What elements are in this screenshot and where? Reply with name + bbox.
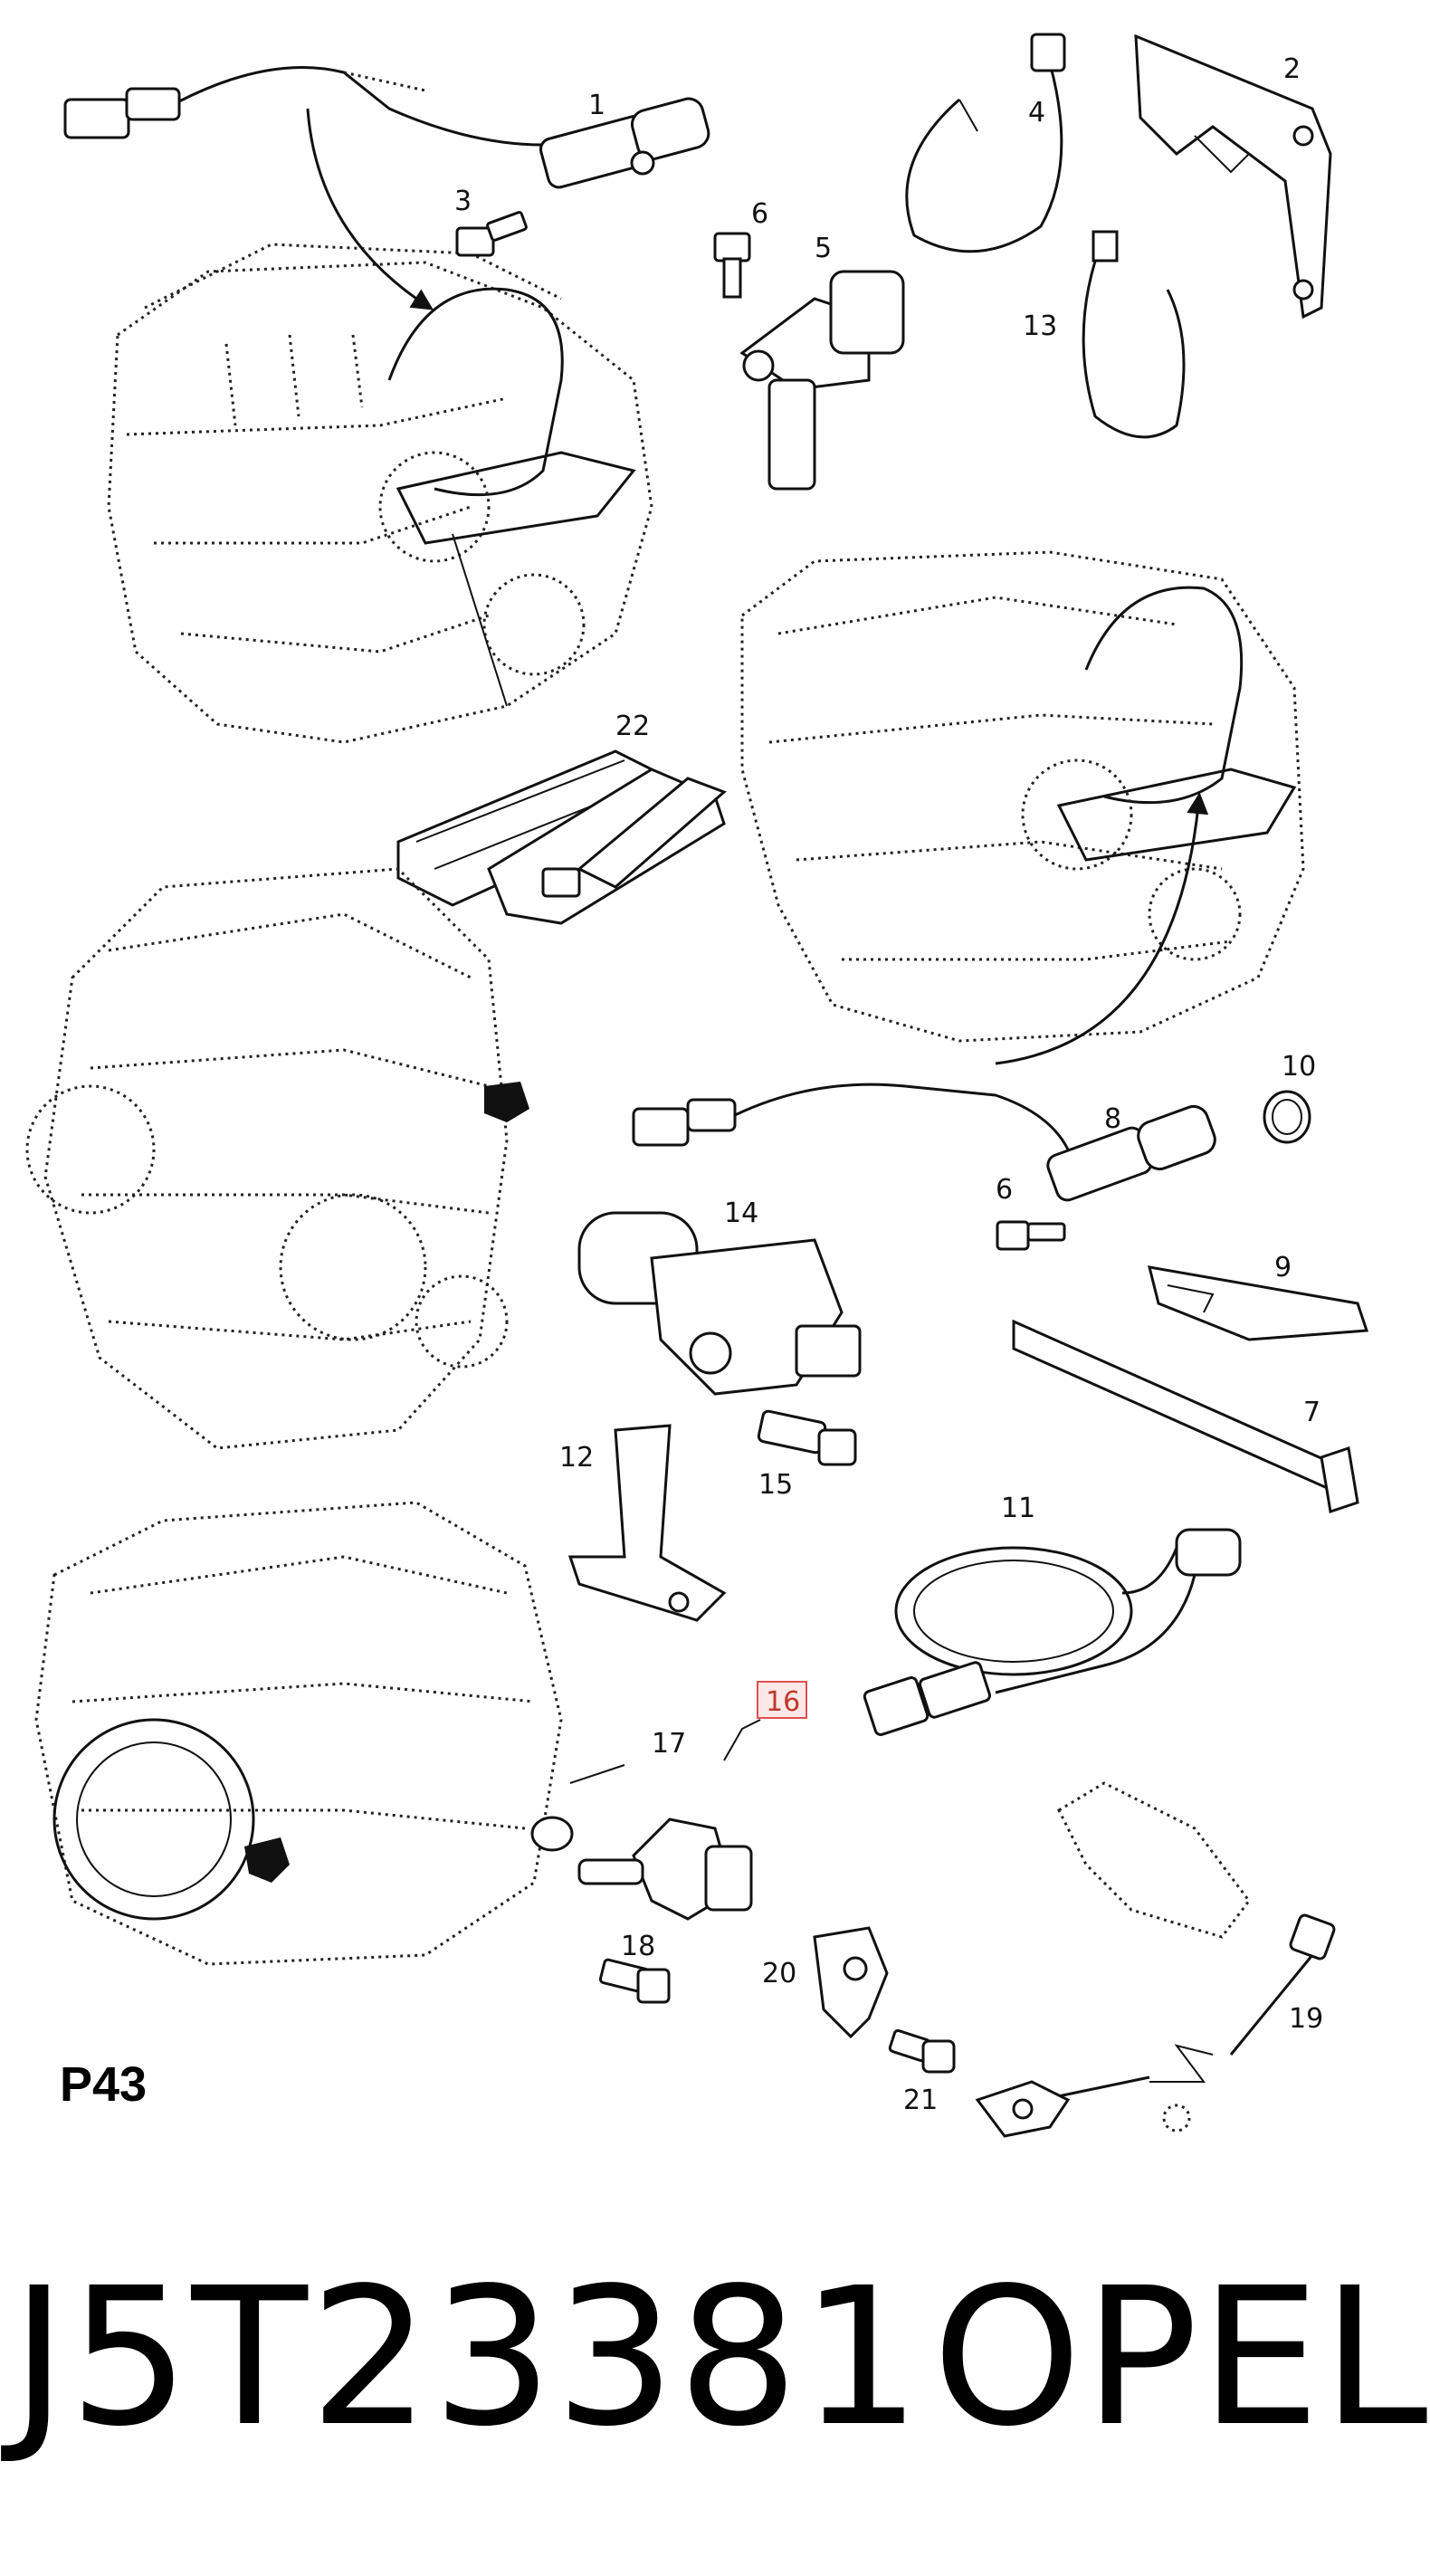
- callout-17: 17: [652, 1728, 686, 1760]
- callout-7: 7: [1303, 1397, 1320, 1428]
- part-1-sensor: [63, 65, 710, 189]
- part-10-o-ring: [1263, 1090, 1311, 1144]
- callout-8: 8: [1104, 1103, 1121, 1135]
- callout-1: 1: [588, 90, 605, 121]
- leader-17: [569, 1764, 625, 1784]
- callout-13: 13: [1023, 310, 1057, 342]
- part-13-strap: [1082, 230, 1186, 439]
- part-15-bolt: [757, 1409, 857, 1466]
- callout-19: 19: [1289, 2003, 1323, 2035]
- callout-22: 22: [615, 711, 650, 742]
- engine-illustration-3: [25, 867, 529, 1450]
- callout-2: 2: [1283, 53, 1301, 85]
- page-code: P43: [60, 2057, 148, 2112]
- part-14-sensor: [577, 1211, 862, 1396]
- callout-3: 3: [454, 186, 472, 217]
- callout-6-middle: 6: [996, 1174, 1013, 1206]
- arrow-to-engine-1: [306, 108, 434, 310]
- callout-4: 4: [1028, 97, 1045, 129]
- engine-illustration-4: [34, 1501, 563, 1966]
- part-8-sensor: [632, 1083, 1216, 1202]
- callout-14: 14: [724, 1197, 758, 1229]
- part-7-strip: [1012, 1319, 1359, 1513]
- callout-11: 11: [1001, 1493, 1035, 1524]
- callout-6-top: 6: [751, 198, 768, 230]
- part-21-bolt: [888, 2028, 956, 2074]
- callout-18: 18: [621, 1931, 655, 1962]
- leader-16: [723, 1719, 761, 1761]
- callout-10: 10: [1282, 1051, 1316, 1083]
- engine-illustration-1: [107, 243, 653, 744]
- part-16-sensor: [577, 1818, 753, 1921]
- part-9-bracket: [1147, 1265, 1369, 1341]
- part-3-bolt: [455, 211, 528, 257]
- part-2-bracket: [1134, 33, 1332, 320]
- part-4-strap: [905, 33, 1066, 253]
- callout-5: 5: [815, 233, 832, 264]
- callout-16-highlight: [757, 1681, 807, 1719]
- part-17-o-ring: [530, 1816, 574, 1852]
- part-18-bolt: [598, 1958, 671, 2004]
- part-11-sensor: [863, 1528, 1242, 1736]
- part-5-sensor: [739, 270, 905, 491]
- part-20-bracket: [813, 1926, 889, 2039]
- callout-15: 15: [758, 1469, 793, 1501]
- part-6-bolt-middle: [996, 1220, 1066, 1251]
- callout-9: 9: [1274, 1252, 1292, 1283]
- engine-illustration-2: [740, 550, 1305, 1043]
- brand-name: OPEL: [932, 2247, 1430, 2468]
- arrow-to-engine-2: [995, 792, 1209, 1065]
- callout-12: 12: [559, 1442, 594, 1474]
- part-22-sealant-packages: [396, 749, 727, 925]
- callout-16: 16: [766, 1686, 800, 1718]
- callout-20: 20: [762, 1958, 796, 1989]
- part-6-bolt-top: [713, 232, 751, 299]
- exploded-parts-diagram: 1 2 3 4 5 6 6 7 8 9 10 11 12 13 14 15 16…: [25, 33, 1369, 2138]
- part-12-bracket: [567, 1424, 727, 1622]
- part-19-sensor: [975, 1781, 1336, 2138]
- callout-21: 21: [903, 2085, 938, 2116]
- part-number: J5T23381: [11, 2247, 923, 2468]
